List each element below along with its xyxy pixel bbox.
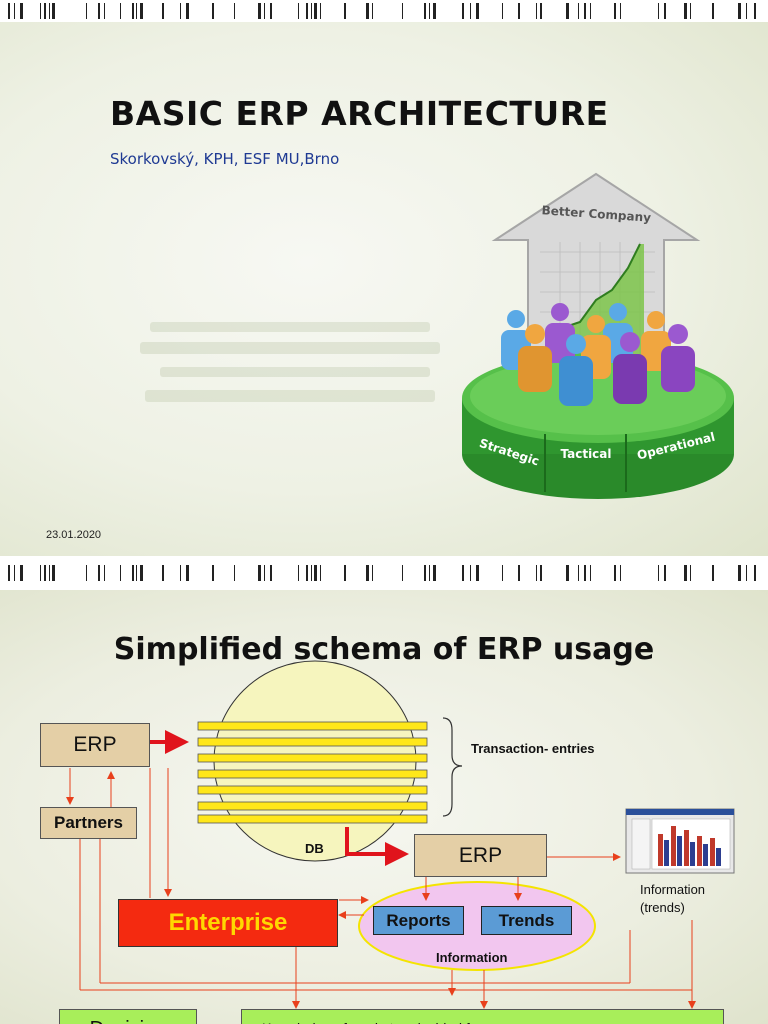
information-label: Information [436, 950, 508, 965]
trends-box: Trends [481, 906, 572, 935]
information-trends-line1: Information [640, 882, 706, 897]
information-trends-line2: (trends) [640, 900, 685, 915]
people-group-icon [501, 303, 695, 406]
erp-usage-diagram [66, 660, 735, 1009]
decorative-barcode-strip [0, 562, 768, 584]
slide-title: BASIC ERP ARCHITECTURE [110, 94, 609, 133]
slide-2: Simplified schema of ERP usage [0, 590, 768, 1024]
knowledge-box: Knowledge of market ... decided for [241, 1009, 724, 1024]
reports-box: Reports [373, 906, 464, 935]
db-label: DB [305, 841, 324, 856]
slide-date: 23.01.2020 [46, 529, 102, 541]
slide-title: Simplified schema of ERP usage [113, 632, 655, 667]
slide-subtitle: Skorkovský, KPH, ESF MU,Brno [110, 150, 340, 168]
information-trends-caption: Information (trends) [640, 881, 705, 917]
decorative-barcode-strip [0, 0, 768, 22]
segment-tactical-label: Tactical [560, 447, 611, 461]
erp-output-box: ERP [414, 834, 547, 877]
erp-box: ERP [40, 723, 150, 767]
decision-box: Decision [59, 1009, 197, 1024]
erp-levels-illustration: Better Company Strategic Tactical Operat… [140, 172, 734, 499]
enterprise-box: Enterprise [118, 899, 338, 947]
brace-icon [442, 717, 463, 817]
slide-1: BASIC ERP ARCHITECTURE Skorkovský, KPH, … [0, 22, 768, 556]
partners-box: Partners [40, 807, 137, 839]
trend-chart-thumbnail-icon [625, 808, 735, 874]
transaction-entries-label: Transaction- entries [471, 741, 595, 756]
information-ellipse [358, 881, 596, 971]
